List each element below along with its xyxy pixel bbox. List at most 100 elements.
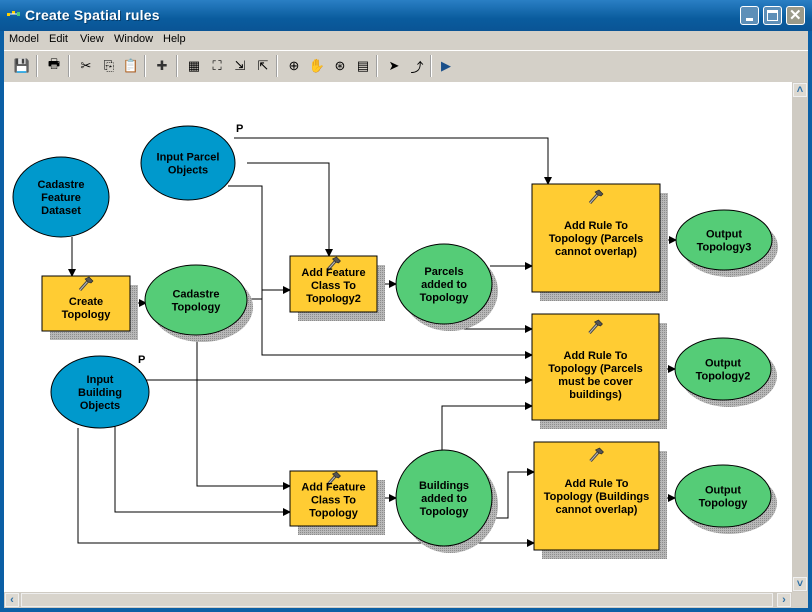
node-label-line: Add Feature: [301, 267, 365, 279]
node-label-line: Output: [706, 229, 742, 241]
select-button[interactable]: ➤: [384, 56, 404, 76]
tool-hammer-icon: [326, 471, 341, 486]
parameter-marker: P: [138, 354, 145, 366]
connector-buildings-added-to-rule-parcels-cover[interactable]: [441, 402, 533, 450]
maximize-button[interactable]: [763, 6, 782, 25]
node-label-line: Add Rule To: [564, 220, 628, 232]
full-extent-button[interactable]: ⛶: [207, 56, 227, 76]
node-label-line: Parcels: [424, 266, 463, 278]
copy-button[interactable]: ⎘: [99, 56, 119, 76]
save-button[interactable]: 💾: [12, 56, 32, 76]
zoom-whole-button[interactable]: ⊛: [330, 56, 350, 76]
node-label-line: Building: [78, 387, 122, 399]
node-label-line: Topology2: [696, 371, 751, 383]
scroll-right-button[interactable]: ›: [777, 593, 791, 607]
zoom-in-button[interactable]: ⊕: [284, 56, 304, 76]
node-label-line: Feature: [41, 192, 81, 204]
print-button[interactable]: 🖶: [44, 56, 64, 76]
paste-button[interactable]: 📋: [121, 56, 141, 76]
menu-bar: Model Edit View Window Help: [4, 31, 808, 50]
overview-icon: ▤: [356, 58, 370, 73]
save-icon: 💾: [13, 58, 31, 73]
node-label-line: Add Rule To: [564, 350, 628, 362]
connector-buildings-added-to-rule-buildings-overlap[interactable]: [488, 468, 535, 519]
run-button[interactable]: ▶: [436, 56, 456, 76]
auto-layout-icon: ▦: [187, 58, 201, 73]
derived-ellipse: [395, 243, 493, 325]
auto-layout-button[interactable]: ▦: [184, 56, 204, 76]
print-icon: 🖶: [47, 56, 61, 71]
menu-help[interactable]: Help: [163, 33, 186, 45]
add-data-button[interactable]: ✚: [152, 56, 172, 76]
scroll-thumb[interactable]: [21, 593, 773, 607]
node-label-line: added to: [421, 279, 467, 291]
node-label-line: must be cover: [558, 376, 633, 388]
fixed-zoom-in-button[interactable]: ⇲: [230, 56, 250, 76]
node-label-line: Topology (Parcels: [548, 363, 643, 375]
derived-ellipse: [674, 337, 772, 401]
menu-view[interactable]: View: [80, 33, 104, 45]
overview-button[interactable]: ▤: [353, 56, 373, 76]
toolbar-separator: [144, 55, 146, 77]
full-extent-icon: ⛶: [212, 58, 222, 73]
title-bar[interactable]: Create Spatial rules ✕: [0, 0, 812, 31]
node-label-line: Topology (Parcels: [549, 233, 644, 245]
parameter-marker: P: [236, 123, 243, 135]
menu-window[interactable]: Window: [114, 33, 154, 45]
derived-ellipse: [674, 464, 772, 528]
connector-input-building-to-add-fc[interactable]: [114, 425, 291, 516]
node-label-line: Topology (Buildings: [544, 491, 650, 503]
node-label-line: Topology: [172, 302, 222, 314]
connector-input-parcel-to-rule-parcels-overlap[interactable]: [234, 137, 552, 185]
cut-button[interactable]: ✂: [76, 56, 96, 76]
fixed-zoom-out-button[interactable]: ⇱: [253, 56, 273, 76]
vertical-scrollbar[interactable]: ˄ ˅: [792, 82, 808, 592]
pan-button[interactable]: ✋: [307, 56, 327, 76]
node-label-line: Cadastre: [172, 289, 219, 301]
close-button[interactable]: ✕: [786, 6, 805, 25]
window-title: Create Spatial rules: [25, 7, 160, 23]
fixed-zoom-out-icon: ⇱: [257, 58, 269, 73]
add-data-icon: ✚: [156, 58, 168, 73]
zoom-in-icon: ⊕: [288, 58, 300, 73]
minimize-button[interactable]: [740, 6, 759, 25]
menu-model[interactable]: Model: [9, 33, 39, 45]
connector-cadastre-topology-to-add-fc[interactable]: [196, 335, 291, 490]
connector-input-parcel-to-rule-parcels-cover[interactable]: [228, 185, 533, 359]
modelbuilder-icon: [7, 11, 20, 16]
connector-input-parcel-to-add-fc-2[interactable]: [247, 162, 333, 257]
maximize-icon: [767, 10, 778, 21]
node-label-line: Objects: [168, 165, 208, 177]
toolbar-separator: [276, 55, 278, 77]
input-ellipse: [50, 355, 150, 429]
connector-cadastre-topology-to-add-fc-2[interactable]: [246, 286, 291, 300]
scroll-up-button[interactable]: ˄: [793, 83, 807, 97]
menu-edit[interactable]: Edit: [49, 33, 68, 45]
resize-grip[interactable]: [792, 592, 808, 608]
close-icon: ✕: [789, 7, 802, 24]
toolbar-separator: [36, 55, 38, 77]
connect-button[interactable]: ⤴: [407, 56, 427, 76]
scroll-left-button[interactable]: ‹: [5, 593, 19, 607]
scroll-down-button[interactable]: ˅: [793, 577, 807, 591]
toolbar-separator: [376, 55, 378, 77]
connector-input-building-to-rule-buildings-overlap[interactable]: [77, 428, 535, 547]
horizontal-scrollbar[interactable]: ‹ ›: [4, 592, 792, 608]
